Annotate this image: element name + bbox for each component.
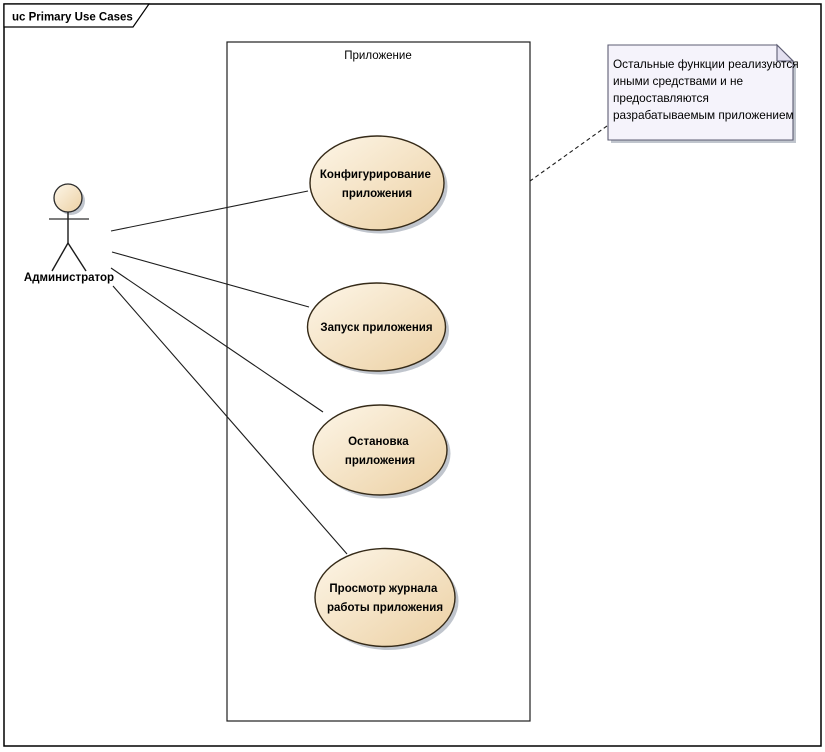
actor-head-icon: [53, 183, 83, 213]
association-stop-application[interactable]: [110, 267, 324, 413]
use-case-ellipse[interactable]: [312, 404, 448, 496]
use-case-stop-application[interactable]: Остановка приложения: [312, 404, 451, 499]
use-case-ellipse[interactable]: [306, 282, 447, 372]
diagram-frame-tab-label: uc Primary Use Cases: [12, 12, 133, 24]
use-case-label: Конфигурирование приложения: [320, 169, 434, 200]
note-other-functions[interactable]: Остальные функции реализуются иными сред…: [607, 43, 802, 143]
use-case-label: Остановка приложения: [345, 436, 415, 467]
actor-left-leg: [51, 242, 69, 272]
note-anchor-dashed-line[interactable]: [529, 125, 608, 182]
use-case-start-application[interactable]: Запуск приложения: [306, 282, 450, 375]
association-start-application[interactable]: [111, 251, 310, 308]
actor-label: Администратор: [24, 272, 114, 284]
use-case-configure-application[interactable]: Конфигурирование приложения: [309, 135, 448, 234]
association-view-application-log[interactable]: [112, 285, 348, 555]
use-case-label: Запуск приложения: [320, 322, 432, 334]
system-boundary-label: Приложение: [344, 50, 411, 62]
note-fold-corner-icon: [776, 43, 795, 62]
use-case-label: Просмотр журнала работы приложения: [327, 583, 443, 614]
use-case-ellipse[interactable]: [309, 135, 445, 231]
diagram-frame-tab: [3, 3, 151, 28]
note-text: Остальные функции реализуются иными сред…: [613, 57, 802, 122]
association-configure-application[interactable]: [110, 190, 309, 232]
note-body[interactable]: [607, 44, 794, 141]
use-case-ellipse[interactable]: [314, 547, 456, 648]
actor-administrator[interactable]: Администратор: [24, 183, 114, 284]
use-case-view-application-log[interactable]: Просмотр журнала работы приложения: [314, 547, 459, 651]
actor-right-leg: [67, 242, 87, 272]
